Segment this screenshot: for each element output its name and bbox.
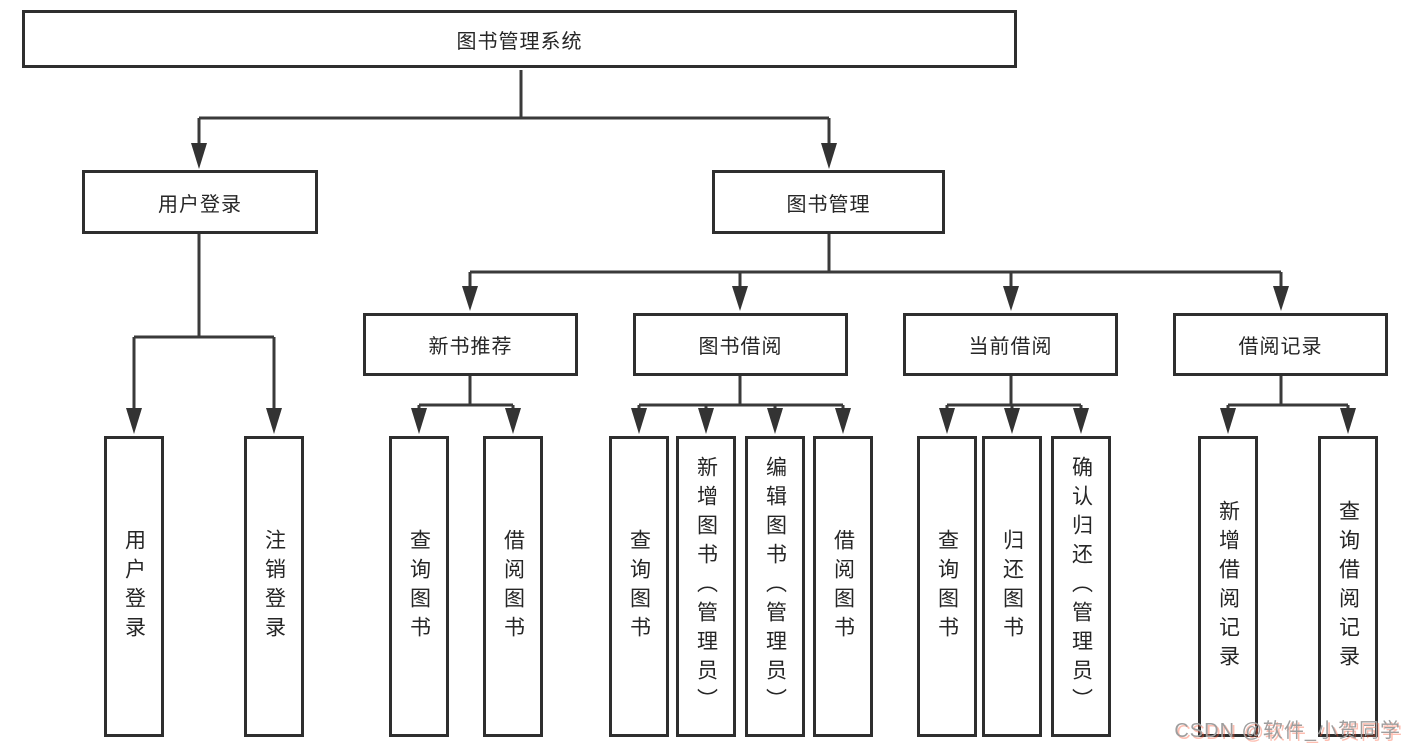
leaf-newbook-query-books-label: 查询图书 bbox=[407, 528, 431, 645]
leaf-logout-label: 注销登录 bbox=[262, 528, 286, 645]
node-new-book-recommend: 新书推荐 bbox=[363, 313, 578, 376]
leaf-user-login: 用户登录 bbox=[104, 436, 164, 737]
node-borrow-records-label: 借阅记录 bbox=[1238, 336, 1323, 358]
leaf-newbook-borrow-books-label: 借阅图书 bbox=[501, 528, 525, 645]
leaf-query-borrow-record: 查询借阅记录 bbox=[1318, 436, 1378, 737]
leaf-edit-book-admin-label: 编辑图书（管理员） bbox=[763, 456, 787, 717]
leaf-query-borrow-record-label: 查询借阅记录 bbox=[1336, 499, 1360, 674]
leaf-newbook-borrow-books: 借阅图书 bbox=[483, 436, 543, 737]
leaf-borrowing-borrow-books: 借阅图书 bbox=[813, 436, 873, 737]
node-current-borrowing: 当前借阅 bbox=[903, 313, 1118, 376]
node-library-system-label: 图书管理系统 bbox=[456, 30, 583, 53]
leaf-return-book: 归还图书 bbox=[982, 436, 1042, 737]
leaf-borrowing-query-books-label: 查询图书 bbox=[627, 528, 651, 645]
node-user-login: 用户登录 bbox=[82, 170, 318, 234]
leaf-add-book-admin-label: 新增图书（管理员） bbox=[694, 456, 718, 717]
leaf-edit-book-admin: 编辑图书（管理员） bbox=[745, 436, 805, 737]
csdn-watermark: CSDN @软件_小贺同学 bbox=[1174, 720, 1401, 742]
leaf-user-login-label: 用户登录 bbox=[122, 528, 146, 645]
leaf-add-book-admin: 新增图书（管理员） bbox=[676, 436, 736, 737]
leaf-current-query-books-label: 查询图书 bbox=[935, 528, 959, 645]
node-user-login-label: 用户登录 bbox=[158, 193, 242, 216]
node-book-management-label: 图书管理 bbox=[786, 193, 871, 216]
node-book-borrowing: 图书借阅 bbox=[633, 313, 848, 376]
leaf-add-borrow-record-label: 新增借阅记录 bbox=[1216, 499, 1240, 674]
node-book-management: 图书管理 bbox=[712, 170, 945, 234]
node-borrow-records: 借阅记录 bbox=[1173, 313, 1388, 376]
leaf-confirm-return-admin: 确认归还（管理员） bbox=[1051, 436, 1111, 737]
leaf-borrowing-borrow-books-label: 借阅图书 bbox=[831, 528, 855, 645]
node-new-book-recommend-label: 新书推荐 bbox=[428, 336, 513, 358]
arrowheads bbox=[126, 143, 1356, 434]
leaf-current-query-books: 查询图书 bbox=[917, 436, 977, 737]
leaf-add-borrow-record: 新增借阅记录 bbox=[1198, 436, 1258, 737]
node-book-borrowing-label: 图书借阅 bbox=[698, 336, 783, 358]
leaf-borrowing-query-books: 查询图书 bbox=[609, 436, 669, 737]
leaf-newbook-query-books: 查询图书 bbox=[389, 436, 449, 737]
leaf-confirm-return-admin-label: 确认归还（管理员） bbox=[1069, 456, 1093, 717]
leaf-return-book-label: 归还图书 bbox=[1000, 528, 1024, 645]
node-current-borrowing-label: 当前借阅 bbox=[968, 336, 1053, 358]
node-library-system: 图书管理系统 bbox=[22, 10, 1017, 68]
leaf-logout: 注销登录 bbox=[244, 436, 304, 737]
